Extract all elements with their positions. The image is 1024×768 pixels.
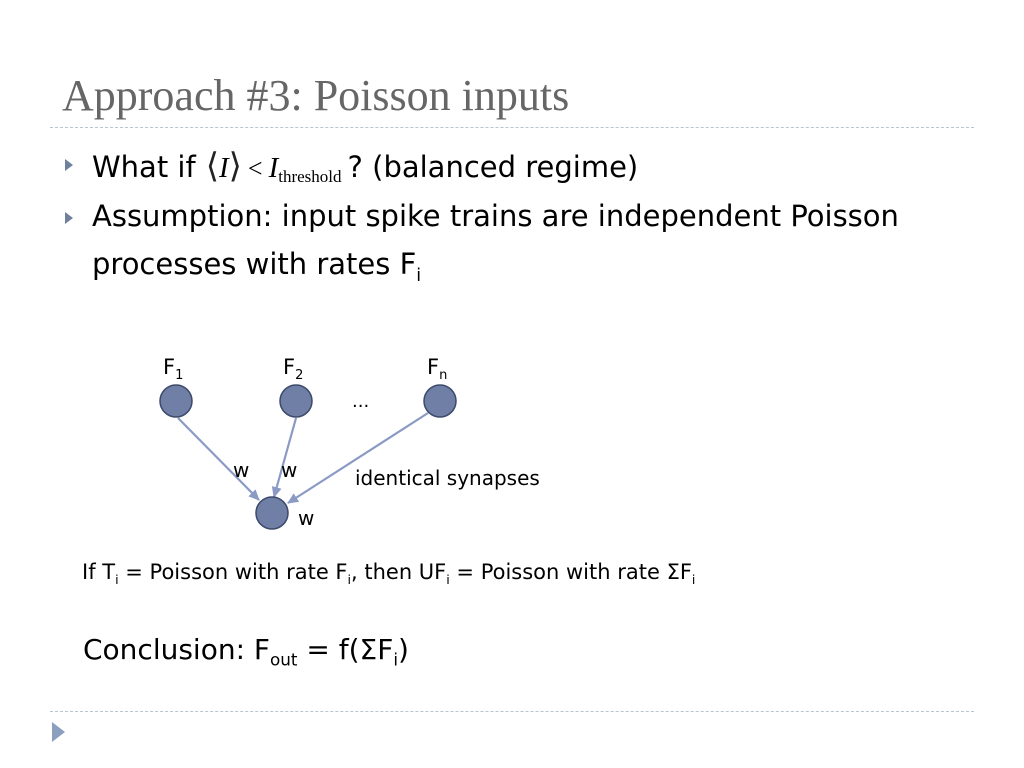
bullet-1-text: What if⟨I⟩<Ithreshold? (balanced regime) (92, 146, 638, 187)
weight-label-2: w (281, 458, 297, 482)
synapse-arrow-2 (271, 417, 298, 498)
statement-part-4: = Poisson with rate ΣF (449, 560, 692, 584)
formula-less-than: < (247, 154, 263, 183)
bullet-arrow-icon (65, 212, 73, 224)
footer-divider (50, 711, 974, 712)
threshold-formula: ⟨I⟩<Ithreshold (206, 146, 342, 187)
formula-right-bracket: ⟩ (228, 148, 242, 185)
formula-var-i: I (218, 152, 229, 184)
statement-part-3: , then UF (351, 560, 447, 584)
bullet-1-tail: ? (balanced regime) (347, 150, 639, 184)
statement-sub-1: i (115, 572, 119, 588)
poisson-sum-statement: If Ti = Poisson with rate Fi, then UFi =… (82, 560, 695, 587)
conclusion-part-2: = f(ΣF (297, 633, 394, 666)
ellipsis: ... (352, 391, 369, 412)
input-neuron-1 (159, 384, 193, 418)
bullet-arrow-icon (65, 159, 73, 171)
bullet-2-line-2-text: processes with rates F (92, 247, 417, 281)
formula-threshold-sub: threshold (278, 167, 342, 186)
statement-sub-3: i (446, 572, 450, 588)
formula-var-i-threshold: I (268, 152, 279, 184)
conclusion-sub-2: i (393, 649, 399, 670)
weight-label-1: w (233, 458, 249, 482)
slide-title: Approach #3: Poisson inputs (62, 71, 570, 120)
input-label-n: Fn (427, 355, 447, 383)
bullet-2-line-2: processes with rates Fi (92, 247, 421, 286)
input-label-1: F1 (163, 355, 183, 383)
conclusion-sub-1: out (270, 649, 298, 670)
conclusion-part-3: ) (398, 633, 409, 666)
input-neuron-2 (279, 384, 313, 418)
next-slide-arrow-icon[interactable] (52, 722, 65, 742)
statement-part-2: = Poisson with rate F (118, 560, 348, 584)
synapse-arrow-3 (287, 412, 429, 504)
weight-label-3: w (298, 506, 314, 530)
synapse-arrow-1 (177, 417, 260, 501)
statement-sub-2: i (347, 572, 352, 588)
conclusion-part-1: Conclusion: F (83, 633, 271, 666)
output-neuron (255, 496, 289, 530)
synapse-note: identical synapses (355, 466, 540, 490)
conclusion: Conclusion: Fout = f(ΣFi) (83, 633, 409, 670)
input-neuron-n (423, 384, 457, 418)
bullet-1-lead: What if (92, 150, 196, 184)
title-divider (50, 127, 974, 128)
bullet-2-line-1: Assumption: input spike trains are indep… (92, 199, 899, 233)
input-label-2: F2 (283, 355, 303, 383)
rate-subscript: i (416, 265, 422, 286)
formula-left-bracket: ⟨ (205, 148, 219, 185)
statement-part-1: If T (82, 560, 116, 584)
statement-sub-4: i (691, 572, 696, 588)
